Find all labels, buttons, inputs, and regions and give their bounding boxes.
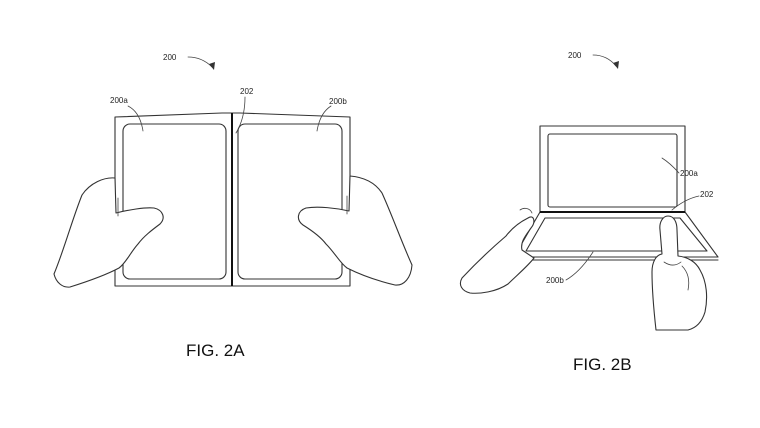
fig2a-ref-arrow bbox=[187, 56, 213, 68]
fig2b-right-knuckle bbox=[663, 261, 682, 266]
fig2b-ref-hinge-leader bbox=[671, 195, 700, 211]
fig2b-ref-bottom-leader bbox=[565, 251, 594, 281]
fig2b-left-thumb bbox=[519, 207, 533, 214]
fig2b-ref-device-label: 200 bbox=[568, 51, 582, 60]
fig2b-upper-body bbox=[539, 125, 686, 213]
fig2b-ref-hinge-label: 202 bbox=[700, 190, 714, 199]
fig2b-right-finger-crease bbox=[681, 265, 690, 291]
fig2a-ref-right-label: 200b bbox=[329, 97, 347, 106]
fig2b-lower-screen bbox=[525, 217, 708, 252]
fig2a-right-hand bbox=[297, 175, 413, 286]
fig2a-ref-hinge-leader bbox=[235, 96, 246, 134]
fig2b-ref-arrow bbox=[592, 54, 617, 67]
fig2a-device-body bbox=[114, 112, 351, 287]
fig-2b: 200 200a 202 200b FIG. 2B bbox=[459, 51, 719, 374]
fig2b-ref-arrowhead bbox=[613, 61, 619, 69]
fig2b-ref-top-label: 200a bbox=[680, 169, 698, 178]
fig2a-ref-hinge-label: 202 bbox=[240, 87, 254, 96]
fig2b-upper-screen bbox=[547, 133, 678, 208]
fig2a-ref-device-label: 200 bbox=[163, 53, 177, 62]
fig2a-ref-left-label: 200a bbox=[110, 96, 128, 105]
fig2b-left-hand bbox=[459, 216, 535, 294]
fig2a-ref-left-leader bbox=[127, 105, 144, 132]
fig2a-ref-right-leader bbox=[316, 105, 332, 132]
fig2a-ref-arrowhead bbox=[209, 62, 215, 70]
fig-2a: 200 200a 202 200b FIG. 2A bbox=[53, 53, 413, 360]
fig2b-caption: FIG. 2B bbox=[573, 355, 632, 374]
fig2a-right-screen bbox=[237, 123, 343, 280]
fig2b-ref-bottom-label: 200b bbox=[546, 276, 564, 285]
fig2b-ref-top-leader bbox=[661, 157, 680, 174]
fig2a-left-hand bbox=[53, 177, 164, 288]
fig2a-left-screen bbox=[122, 123, 227, 280]
fig2b-right-hand bbox=[651, 215, 708, 331]
fig2a-caption: FIG. 2A bbox=[186, 341, 245, 360]
